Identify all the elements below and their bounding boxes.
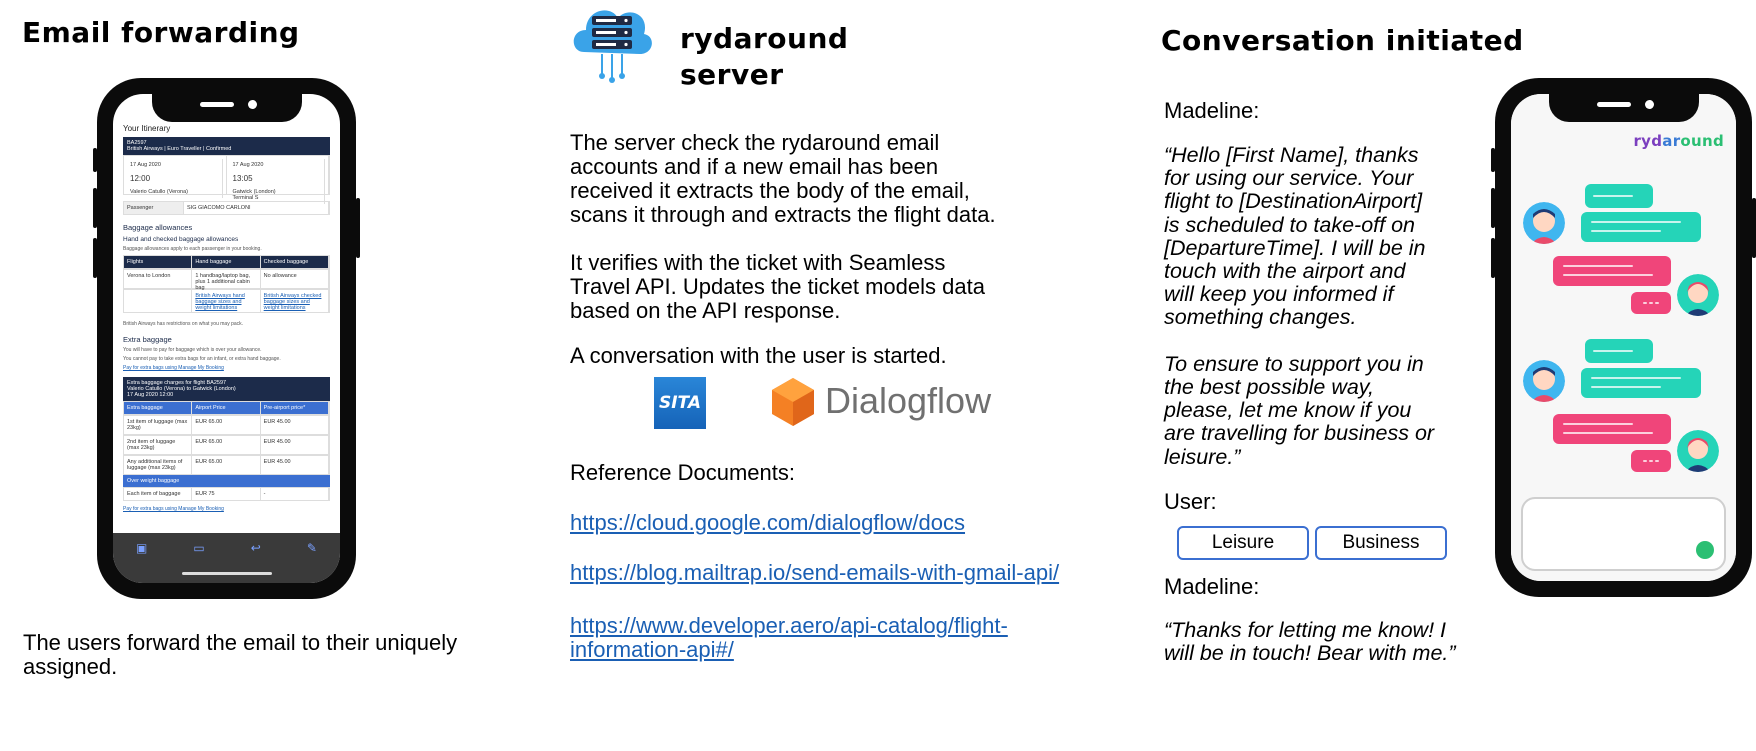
compose-icon[interactable]: ✎ <box>306 541 317 555</box>
dialogflow-logo: Dialogflow <box>825 380 992 421</box>
reply-icon[interactable]: ↩ <box>250 541 261 555</box>
itinerary-screen: Your Itinerary BA2597 British Airways | … <box>113 94 340 583</box>
flight-bar: BA2597 British Airways | Euro Traveller … <box>123 137 330 155</box>
reference-link-dialogflow[interactable]: https://cloud.google.com/dialogflow/docs <box>570 510 966 535</box>
chat-bubble-green <box>1585 184 1653 208</box>
sita-logo: SITA <box>654 377 706 429</box>
agent-avatar-icon <box>1677 430 1719 472</box>
reference-link-developer-aero[interactable]: https://www.developer.aero/api-catalog/f… <box>570 613 1008 662</box>
server-heading-line1: rydaround <box>680 22 849 55</box>
chat-bubble-green <box>1581 212 1701 242</box>
chat-bubble-pink <box>1553 256 1671 286</box>
server-paragraph-2: It verifies with the ticket with Seamles… <box>570 250 985 323</box>
chat-bubble-green <box>1585 339 1653 363</box>
itinerary-phone: Your Itinerary BA2597 British Airways | … <box>93 78 360 599</box>
baggage-heading: Baggage allowances <box>123 223 193 232</box>
typing-bubble <box>1631 450 1671 472</box>
cloud-server-icon <box>573 10 652 83</box>
bottom-extra-bags-link[interactable]: Pay for extra bags using Manage My Booki… <box>123 506 224 512</box>
chat-message-input[interactable] <box>1521 497 1726 571</box>
rydaround-brand: rydaround <box>1633 132 1724 150</box>
phone-notch <box>151 92 302 122</box>
server-heading-line2: server <box>680 58 784 91</box>
folder-icon[interactable]: ▭ <box>193 541 205 555</box>
home-indicator <box>181 572 272 575</box>
archive-icon[interactable]: ▣ <box>136 541 148 555</box>
speaker-user: User: <box>1164 489 1217 514</box>
business-button[interactable]: Business <box>1315 526 1447 560</box>
phone-notch <box>1548 92 1699 122</box>
forward-description: The users forward the email to their uni… <box>23 630 458 679</box>
speaker-madeline-2: Madeline: <box>1164 574 1260 599</box>
charges-bar: Extra baggage charges for flight BA2597 … <box>123 377 330 401</box>
reference-heading: Reference Documents: <box>570 460 795 485</box>
mail-toolbar: ▣ ▭ ↩ ✎ <box>113 533 340 583</box>
user-avatar-icon <box>1523 202 1565 244</box>
chat-screen: rydaround <box>1511 94 1736 581</box>
conversation-heading: Conversation initiated <box>1161 24 1524 57</box>
dialogflow-icon <box>772 378 814 426</box>
itinerary-title: Your Itinerary <box>123 124 171 133</box>
chat-bubble-pink <box>1553 414 1671 444</box>
chat-phone: rydaround <box>1491 78 1756 597</box>
passenger-row: Passenger SIG GIACOMO CARLONI <box>123 201 330 215</box>
flight-times-row: 17 Aug 2020 12:00 Valerio Catullo (Veron… <box>123 155 330 204</box>
send-icon[interactable] <box>1696 541 1714 559</box>
chat-bubble-green <box>1581 368 1701 398</box>
extra-bags-link[interactable]: Pay for extra bags using Manage My Booki… <box>123 365 224 371</box>
user-avatar-icon <box>1523 360 1565 402</box>
madeline-message-1: “Hello [First Name], thanks for using ou… <box>1164 143 1435 469</box>
madeline-message-2: “Thanks for letting me know! I will be i… <box>1164 618 1456 666</box>
baggage-table-header: Flights Hand baggage Checked baggage <box>123 255 330 269</box>
speaker-madeline-1: Madeline: <box>1164 98 1260 123</box>
typing-bubble <box>1631 292 1671 314</box>
extra-baggage-heading: Extra baggage <box>123 335 172 344</box>
leisure-button[interactable]: Leisure <box>1177 526 1309 560</box>
server-paragraph-3: A conversation with the user is started. <box>570 343 947 368</box>
reference-link-mailtrap[interactable]: https://blog.mailtrap.io/send-emails-wit… <box>570 560 1060 585</box>
email-forwarding-heading: Email forwarding <box>22 16 300 49</box>
server-paragraph-1: The server check the rydaround email acc… <box>570 130 996 227</box>
agent-avatar-icon <box>1677 274 1719 316</box>
